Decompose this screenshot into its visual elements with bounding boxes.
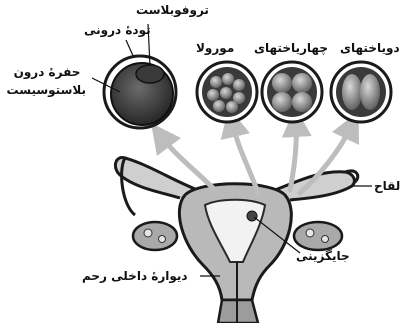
inner-cell-mass-label: تودهٔ درونی	[84, 24, 151, 36]
uterine-wall-label: دیوارهٔ داخلی رحم	[82, 270, 188, 282]
four-cell-label: چهارياختهاى	[254, 42, 328, 54]
fertilization-label: لقاح	[374, 180, 400, 192]
two-cell-label: دوياختهاى	[340, 42, 400, 54]
blastocoel-label-line2: بلاستوسیست	[8, 84, 86, 96]
uterus-illustration	[115, 158, 357, 323]
two-cell-stage	[331, 62, 391, 122]
four-cell-stage	[262, 62, 322, 122]
arrow-to-four-cell	[290, 122, 296, 190]
morula-label: مورولا	[196, 42, 234, 54]
trophoblast-label: تروفوبلاست	[136, 4, 209, 16]
morula	[197, 62, 257, 122]
implantation-label: جایگزینی	[296, 250, 350, 262]
blastocyst	[92, 24, 176, 128]
blastocoel-label-line1: حفرهٔ درون	[8, 66, 86, 78]
